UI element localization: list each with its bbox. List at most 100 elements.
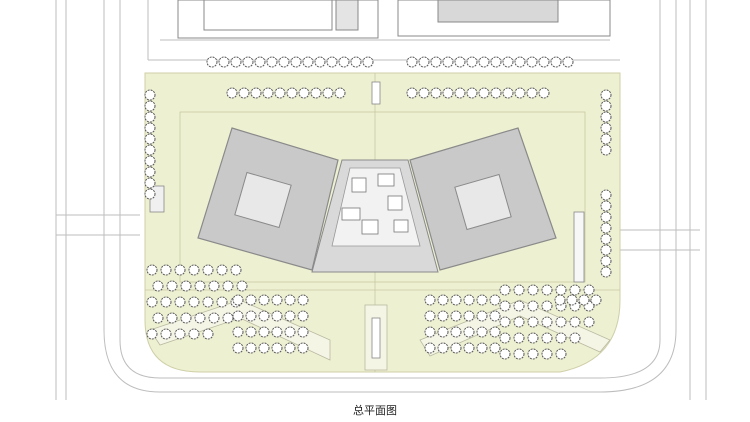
- tree-symbol: [514, 87, 526, 99]
- tree-symbol: [600, 233, 612, 245]
- tree-symbol: [463, 326, 475, 338]
- tree-symbol: [271, 342, 283, 354]
- tree-symbol: [590, 294, 602, 306]
- tree-symbol: [538, 87, 550, 99]
- tree-symbol: [188, 296, 200, 308]
- tree-symbol: [258, 342, 270, 354]
- tree-symbol: [424, 310, 436, 322]
- tree-symbol: [489, 294, 501, 306]
- tree-symbol: [454, 56, 466, 68]
- tree-symbol: [245, 294, 257, 306]
- tree-symbol: [499, 316, 511, 328]
- tree-symbol: [202, 264, 214, 276]
- tree-symbol: [555, 348, 567, 360]
- tree-symbol: [490, 56, 502, 68]
- tree-symbol: [160, 264, 172, 276]
- tree-symbol: [232, 326, 244, 338]
- tree-symbol: [180, 280, 192, 292]
- tree-symbol: [258, 326, 270, 338]
- tree-symbol: [600, 133, 612, 145]
- tree-symbol: [144, 122, 156, 134]
- tree-symbol: [600, 144, 612, 156]
- tree-symbol: [466, 56, 478, 68]
- tree-symbol: [450, 342, 462, 354]
- tree-symbol: [206, 56, 218, 68]
- tree-symbol: [578, 294, 590, 306]
- tree-symbol: [424, 294, 436, 306]
- tree-symbol: [144, 89, 156, 101]
- tree-symbol: [226, 87, 238, 99]
- tree-symbol: [541, 300, 553, 312]
- tree-symbol: [146, 328, 158, 340]
- tree-symbol: [437, 310, 449, 322]
- tree-symbol: [527, 348, 539, 360]
- tree-symbol: [527, 332, 539, 344]
- tree-symbol: [245, 310, 257, 322]
- tree-symbol: [245, 342, 257, 354]
- tree-symbol: [600, 266, 612, 278]
- tree-symbol: [284, 342, 296, 354]
- tree-symbol: [174, 264, 186, 276]
- tree-symbol: [266, 56, 278, 68]
- tree-symbol: [326, 56, 338, 68]
- tree-symbol: [232, 310, 244, 322]
- tree-symbol: [437, 326, 449, 338]
- right-tower: [409, 127, 557, 271]
- tree-symbol: [454, 87, 466, 99]
- tree-symbol: [208, 312, 220, 324]
- tree-symbol: [152, 280, 164, 292]
- tree-symbol: [274, 87, 286, 99]
- tree-symbol: [569, 284, 581, 296]
- tree-symbol: [513, 316, 525, 328]
- tree-symbol: [297, 326, 309, 338]
- tree-symbol: [554, 294, 566, 306]
- tree-symbol: [499, 348, 511, 360]
- tree-symbol: [258, 310, 270, 322]
- tree-symbol: [180, 312, 192, 324]
- tree-symbol: [442, 87, 454, 99]
- tree-symbol: [424, 342, 436, 354]
- tree-symbol: [160, 328, 172, 340]
- tree-symbol: [424, 326, 436, 338]
- tree-symbol: [442, 56, 454, 68]
- tree-symbol: [262, 87, 274, 99]
- tree-symbol: [334, 87, 346, 99]
- tree-symbol: [513, 332, 525, 344]
- tree-symbol: [437, 294, 449, 306]
- context-buildings: [177, 0, 611, 39]
- tree-symbol: [245, 326, 257, 338]
- tree-symbol: [526, 56, 538, 68]
- tree-symbol: [222, 312, 234, 324]
- tree-symbol: [499, 300, 511, 312]
- tree-symbol: [527, 316, 539, 328]
- tree-symbol: [174, 328, 186, 340]
- tree-symbol: [271, 326, 283, 338]
- tree-symbol: [302, 56, 314, 68]
- tree-symbol: [502, 87, 514, 99]
- tree-symbol: [236, 280, 248, 292]
- tree-symbol: [174, 296, 186, 308]
- tree-symbol: [202, 296, 214, 308]
- tree-symbol: [242, 56, 254, 68]
- tree-symbol: [538, 56, 550, 68]
- tree-symbol: [146, 296, 158, 308]
- tree-symbol: [222, 280, 234, 292]
- tree-symbol: [513, 348, 525, 360]
- tree-symbol: [583, 316, 595, 328]
- tree-symbol: [600, 211, 612, 223]
- tree-symbol: [562, 56, 574, 68]
- tree-symbol: [600, 222, 612, 234]
- tree-symbol: [466, 87, 478, 99]
- tree-symbol: [541, 348, 553, 360]
- tree-symbol: [297, 342, 309, 354]
- tree-symbol: [144, 155, 156, 167]
- tree-symbol: [418, 87, 430, 99]
- tree-symbol: [202, 328, 214, 340]
- left-tower: [197, 127, 339, 271]
- tree-symbol: [297, 294, 309, 306]
- tree-symbol: [218, 56, 230, 68]
- site-plan-drawing: [55, 0, 707, 400]
- tree-symbol: [490, 87, 502, 99]
- tree-symbol: [208, 280, 220, 292]
- tree-symbol: [238, 87, 250, 99]
